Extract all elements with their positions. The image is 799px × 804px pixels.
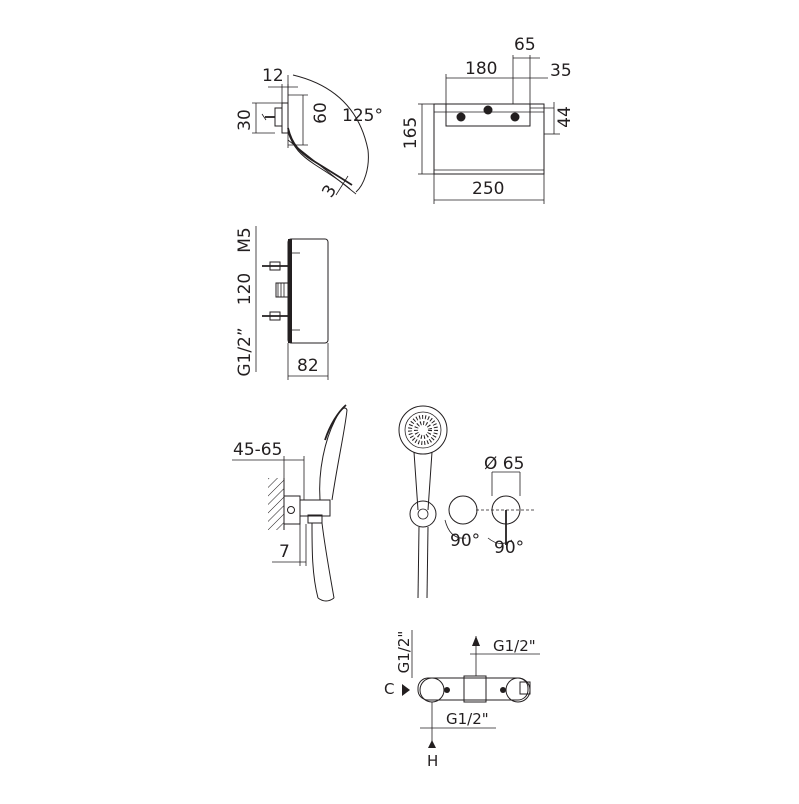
angle-label-right: 90° xyxy=(494,538,524,558)
mixer-center xyxy=(463,675,487,703)
hose-left xyxy=(311,522,319,599)
body-outline xyxy=(287,238,329,344)
holder-ring xyxy=(409,500,437,528)
control-knob-mid xyxy=(483,105,493,115)
holder-bracket xyxy=(283,495,301,525)
holder-clip xyxy=(307,514,323,524)
dim-label-m5: M5 xyxy=(235,227,255,252)
mixer-nut-2 xyxy=(500,687,506,693)
wall-hatch xyxy=(268,478,284,530)
mixer-bottom-view: G1/2" G1/2" C G1/2" H xyxy=(384,630,540,770)
holder-arm xyxy=(299,499,331,517)
front-elevation-view: 65 180 35 165 44 250 xyxy=(401,35,575,204)
side-profile-view: 12 30 60 125° 3 xyxy=(235,66,383,201)
mixer-body xyxy=(417,677,529,701)
shower-nozzles xyxy=(408,415,438,445)
dim-label-30: 30 xyxy=(235,109,255,131)
hose-end xyxy=(317,597,335,602)
section-side-view: M5 120 G1/2” 82 xyxy=(235,226,329,380)
h-label: H xyxy=(427,752,438,770)
control-knob-left xyxy=(456,112,466,122)
thread-label-left: G1/2" xyxy=(395,631,413,674)
dim-label-35: 35 xyxy=(550,61,572,81)
shower-front-view: Ø 65 90° 90° xyxy=(398,405,534,599)
front-hose-left xyxy=(417,526,420,599)
dim-label-45-65: 45-65 xyxy=(233,440,282,460)
angle-arc xyxy=(292,74,369,193)
dim-label-180: 180 xyxy=(465,59,497,79)
rotation-arrow-left xyxy=(444,519,467,539)
angle-axis-diagonal xyxy=(287,139,357,195)
holder-pivot xyxy=(287,506,295,514)
dim-label-g12: G1/2” xyxy=(235,327,255,376)
mixer-cap-left xyxy=(419,677,445,703)
screw-tip xyxy=(261,113,267,121)
arrow-top xyxy=(472,636,480,646)
dim-label-250: 250 xyxy=(472,179,504,199)
dim-label-diameter: Ø 65 xyxy=(484,454,524,474)
wall-plate xyxy=(281,102,289,134)
holder-ring-inner xyxy=(417,508,429,520)
wall-holder-view: 45-65 7 xyxy=(232,404,348,602)
dim-label-82: 82 xyxy=(297,356,319,376)
mixer-outlet xyxy=(519,681,531,695)
dim-label-65-top: 65 xyxy=(514,35,536,55)
rotation-arrow-right xyxy=(487,537,513,544)
arrow-c xyxy=(402,684,410,696)
spout-profile-inner xyxy=(287,131,351,190)
screw-top-head xyxy=(269,261,281,271)
thread-label-top: G1/2" xyxy=(493,637,536,655)
thread-label-bottom: G1/2" xyxy=(446,710,489,728)
handshower-face xyxy=(324,404,347,441)
connector-mid xyxy=(275,282,289,298)
hose-right xyxy=(321,522,335,599)
front-hose-right xyxy=(426,526,429,599)
control-knob-right xyxy=(510,112,520,122)
dim-label-120: 120 xyxy=(235,273,255,305)
mixer-nut-1 xyxy=(444,687,450,693)
dim-label-44: 44 xyxy=(555,106,575,128)
knob-left xyxy=(448,495,478,525)
dim-label-60: 60 xyxy=(311,102,331,124)
shower-head-rim xyxy=(398,405,448,455)
c-label: C xyxy=(384,680,394,698)
plate-outline xyxy=(433,103,545,175)
dim-label-3: 3 xyxy=(318,181,341,201)
dim-label-12: 12 xyxy=(262,66,284,86)
dim-label-165: 165 xyxy=(401,117,421,149)
shower-head-face xyxy=(404,411,442,449)
plate-bracket xyxy=(274,107,283,127)
spout-profile xyxy=(287,127,353,186)
arrow-h xyxy=(428,740,436,748)
angle-label-left: 90° xyxy=(450,531,480,551)
shower-handle xyxy=(413,451,433,511)
control-panel xyxy=(445,103,531,127)
dim-label-125: 125° xyxy=(342,106,383,126)
wall-face xyxy=(288,239,292,343)
screw-bottom-head xyxy=(269,311,281,321)
dim-label-7: 7 xyxy=(279,542,290,562)
dim-line-3 xyxy=(335,175,349,196)
